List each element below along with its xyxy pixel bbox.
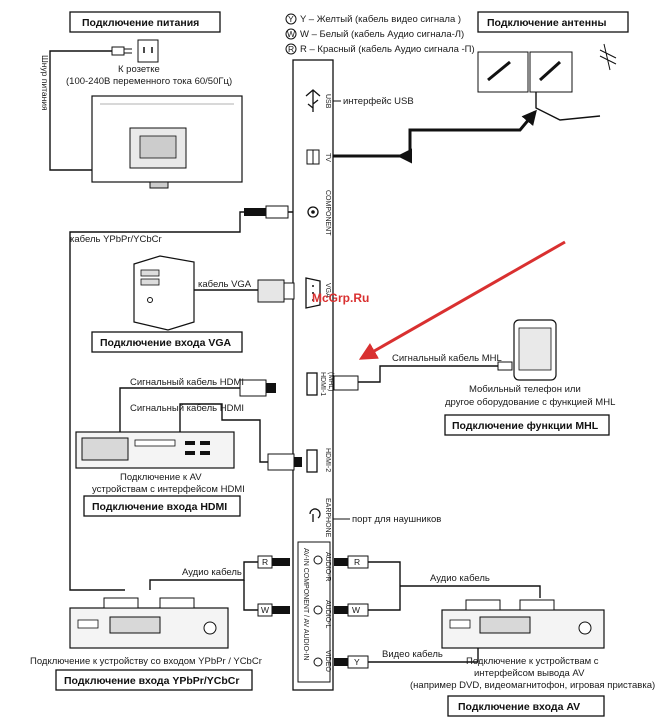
ypbpr-title: Подключение входа YPbPr/YCbCr <box>64 675 239 687</box>
power-title-box <box>69 11 221 33</box>
tv-port-label: TV <box>324 153 331 162</box>
av-hdmi-label-2: устройствам с интерфейсом HDMI <box>92 484 245 495</box>
antenna-title: Подключение антенны <box>487 17 606 29</box>
power-outlet-label: К розетке <box>118 64 160 75</box>
ypbpr-cable-label: кабель YPbPr/YCbCr <box>70 234 162 245</box>
hdmi-title: Подключение входа HDMI <box>92 501 227 513</box>
ypbpr-title-box <box>55 669 253 691</box>
ypbpr-device-label: Подключение к устройству со входом YPbPr… <box>30 656 262 667</box>
right-audio-plug-w: W <box>334 603 369 617</box>
power-title: Подключение питания <box>82 17 199 29</box>
mhl-cable-label: Сигнальный кабель MHL <box>392 353 502 364</box>
mobile-phone-icon <box>513 319 557 381</box>
av-hdmi-label-1: Подключение к AV <box>120 472 202 483</box>
svg-text:Y: Y <box>354 657 360 667</box>
svg-text:W: W <box>352 605 360 615</box>
legend-w: W – Белый (кабель Аудио сигнала-Л) <box>300 29 464 40</box>
hdmi2-port-label: HDMI-2 <box>324 448 331 472</box>
vga-cable-label: кабель VGA <box>198 279 252 290</box>
mobile-label-1: Мобильный телефон или <box>469 384 581 395</box>
legend-r: R – Красный (кабель Аудио сигнала -П) <box>300 44 475 55</box>
hdmi1-plug-icon <box>239 379 276 397</box>
antenna-title-box <box>477 11 629 33</box>
video-plug-y: Y <box>334 655 369 669</box>
power-cord-label: Шнур питания <box>40 55 50 111</box>
av-out-label-2: интерфейсом вывода AV <box>474 668 585 679</box>
svg-text:Y: Y <box>288 14 294 24</box>
vga-port-icon <box>305 277 321 309</box>
vga-title: Подключение входа VGA <box>100 337 231 349</box>
hdmi1-port-icon <box>306 372 318 396</box>
hdmi2-plug-icon <box>267 453 302 471</box>
right-audio-plug-r: R <box>334 555 369 569</box>
av-out-label-3: (например DVD, видеомагнитофон, игровая … <box>410 680 655 691</box>
antenna-icon <box>477 43 617 121</box>
audio-cable-right-label: Аудио кабель <box>430 573 490 584</box>
video-port-icon <box>313 657 323 667</box>
tv-port-icon <box>306 149 320 165</box>
left-audio-plug-w: W <box>257 603 290 617</box>
left-audio-plug-r: R <box>257 555 290 569</box>
audio-r-port-icon <box>313 555 323 565</box>
audio-l-port-icon <box>313 605 323 615</box>
vga-port-label: VGA <box>324 283 331 298</box>
av-title-box <box>447 695 605 717</box>
tv-back-icon <box>91 95 243 189</box>
vga-title-box <box>91 331 243 353</box>
component-port-label: COMPONENT <box>324 190 331 236</box>
video-port-label: VIDEO <box>324 650 331 672</box>
hdmi2-port-icon <box>306 449 318 473</box>
hdmi-cable-label-1: Сигнальный кабель HDMI <box>130 377 244 388</box>
mhl-plug-icon <box>333 375 359 391</box>
audio-l-port-label: AUDIO-L <box>324 600 331 629</box>
av-title: Подключение входа AV <box>458 701 580 713</box>
hdmi-title-box <box>83 495 241 517</box>
svg-text:R: R <box>288 44 294 54</box>
earphone-port-icon <box>309 508 321 522</box>
ypbpr-device-icon <box>69 597 229 649</box>
mhl-title: Подключение функции MHL <box>452 420 599 432</box>
component-plug-icon <box>244 205 289 219</box>
av-out-device-icon <box>441 599 605 649</box>
micro-usb-plug-icon <box>497 361 513 371</box>
svg-text:R: R <box>354 557 360 567</box>
svg-text:W: W <box>261 605 269 615</box>
red-arrow <box>358 240 566 360</box>
power-spec-label: (100-240В переменного тока 60/50Гц) <box>66 76 232 87</box>
watermark: McGrp.Ru <box>312 291 369 305</box>
usb-port-label: USB <box>324 94 331 109</box>
vga-plug-icon <box>257 279 295 303</box>
video-cable-label: Видео кабель <box>382 649 443 660</box>
svg-text:R: R <box>262 557 268 567</box>
power-plug-icon <box>111 46 132 56</box>
audio-r-port-label: AUDIO-R <box>324 552 331 582</box>
earphone-port-text: порт для наушников <box>352 514 441 525</box>
earphone-port-label: EARPHONE <box>324 498 331 538</box>
pc-tower-icon <box>133 255 195 331</box>
usb-port-icon <box>305 89 321 112</box>
audio-cable-left-label: Аудио кабель <box>182 567 242 578</box>
power-outlet-icon <box>137 39 159 63</box>
legend: Y Y – Желтый (кабель видео сигнала ) W W… <box>285 13 475 55</box>
hdmi1-port-label: HDMI-1 <box>319 372 326 396</box>
av-out-label-1: Подключение к устройствам с <box>466 656 599 667</box>
av-receiver-hdmi-icon <box>75 431 235 469</box>
legend-y: Y – Желтый (кабель видео сигнала ) <box>300 14 461 25</box>
mhl-title-box <box>444 414 610 436</box>
av-in-component-label: AV-IN COMPONENT / AV AUDIO-IN <box>302 548 309 660</box>
usb-interface-label: интерфейс USB <box>343 96 414 107</box>
mobile-label-2: другое оборудование с функцией MHL <box>445 397 615 408</box>
hdmi-cable-label-2: Сигнальный кабель HDMI <box>130 403 244 414</box>
svg-text:W: W <box>287 29 295 39</box>
mhl-port-label: (MHL) <box>327 372 334 391</box>
